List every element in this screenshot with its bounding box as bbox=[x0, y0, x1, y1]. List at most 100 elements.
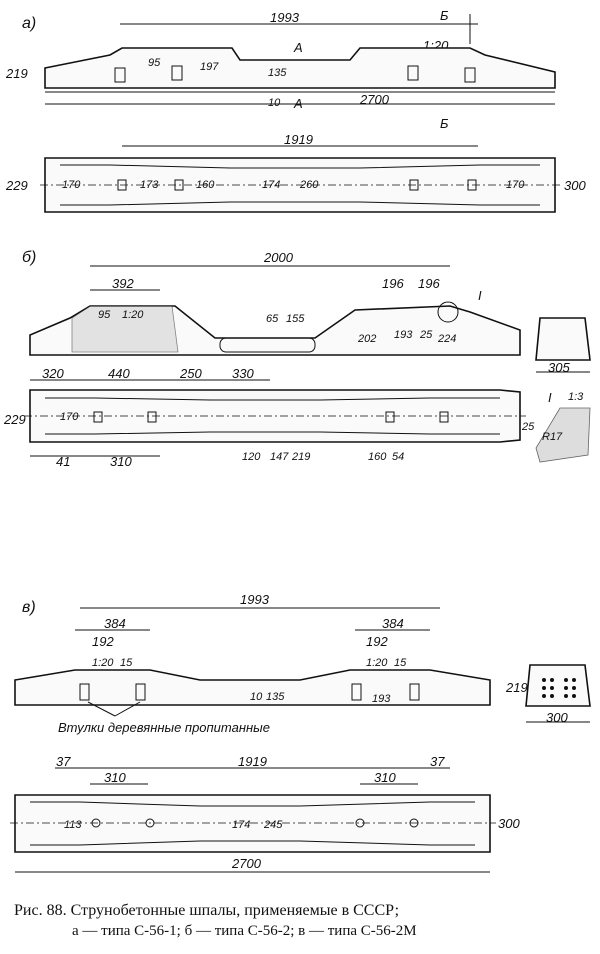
leader-bushing-1 bbox=[87, 701, 116, 717]
note-bushings: Втулки деревянные пропитанные bbox=[58, 720, 270, 735]
dim-15-c-left: 15 bbox=[120, 657, 133, 669]
sleeper-b-recess bbox=[219, 337, 316, 353]
figure-caption: Рис. 88. Струнобетонные шпалы, применяем… bbox=[14, 900, 594, 942]
dim-2000-b: 2000 bbox=[263, 250, 294, 265]
sleeper-a-plan-taper bbox=[60, 164, 540, 206]
dim-120-b: 120 bbox=[242, 451, 261, 463]
dim-300-a: 300 bbox=[564, 178, 586, 193]
dim-224-b: 224 bbox=[437, 333, 456, 345]
dim-slope-c-left: 1:20 bbox=[92, 657, 114, 669]
dim-slope-c-right: 1:20 bbox=[366, 657, 388, 669]
dim-300-c-cs: 300 bbox=[546, 710, 568, 725]
dim-330-b: 330 bbox=[232, 366, 254, 381]
dim-197-a: 197 bbox=[200, 61, 219, 73]
detail-circle-I bbox=[437, 301, 459, 323]
bolt-holes-a bbox=[117, 179, 477, 191]
caption-line-2: а — типа С-56-1; б — типа С-56-2; в — ти… bbox=[72, 923, 417, 939]
caption-line-1: Рис. 88. Струнобетонные шпалы, применяем… bbox=[14, 902, 400, 919]
dim-15-c-right: 15 bbox=[394, 657, 407, 669]
dim-10-a: 10 bbox=[268, 97, 281, 109]
dim-192-c-right: 192 bbox=[366, 634, 388, 649]
dim-170-b: 170 bbox=[60, 411, 79, 423]
dim-170-a-left: 170 bbox=[62, 179, 81, 191]
dim-310-c-right: 310 bbox=[374, 770, 396, 785]
dim-173-a: 173 bbox=[140, 179, 159, 191]
dim-250-b: 250 bbox=[179, 366, 202, 381]
dim-1919-a: 1919 bbox=[284, 132, 313, 147]
dim-b-a-top: Б bbox=[440, 8, 449, 23]
dim-229-b: 229 bbox=[3, 412, 26, 427]
section-c-label: в) bbox=[22, 599, 36, 616]
dim-260-a: 260 bbox=[299, 179, 319, 191]
dim-219-c: 219 bbox=[505, 680, 528, 695]
dim-1993-a: 1993 bbox=[270, 10, 300, 25]
dim-r17-detail: R17 bbox=[542, 431, 563, 443]
dim-192-c-left: 192 bbox=[92, 634, 114, 649]
dim-54-b: 54 bbox=[392, 451, 404, 463]
dim-A-top: А bbox=[293, 40, 303, 55]
dim-440-b: 440 bbox=[108, 366, 130, 381]
dim-135-c: 135 bbox=[266, 691, 285, 703]
dim-95-a: 95 bbox=[148, 57, 161, 69]
dim-160-b: 160 bbox=[368, 451, 387, 463]
dim-305-b: 305 bbox=[548, 360, 570, 375]
dim-2700-a: 2700 bbox=[359, 92, 390, 107]
dim-I-detail: I bbox=[548, 390, 552, 405]
dim-I-b: I bbox=[478, 288, 482, 303]
sleeper-c-plan-taper bbox=[30, 801, 475, 846]
leader-bushing-2 bbox=[114, 701, 141, 717]
dim-392-b: 392 bbox=[112, 276, 134, 291]
dim-170-a-right: 170 bbox=[506, 179, 525, 191]
dim-300-c-plan: 300 bbox=[498, 816, 520, 831]
dim-219-a: 219 bbox=[5, 66, 28, 81]
sleeper-b-plan-taper bbox=[45, 397, 500, 435]
dim-41-b: 41 bbox=[56, 454, 70, 469]
dim-95-b: 95 bbox=[98, 309, 111, 321]
strands-c bbox=[542, 678, 576, 698]
bushings-c bbox=[79, 683, 420, 701]
sleeper-b-cutaway bbox=[71, 305, 179, 353]
dim-10-c: 10 bbox=[250, 691, 263, 703]
dim-slope-detail: 1:3 bbox=[568, 391, 584, 403]
section-a-label: а) bbox=[22, 15, 36, 32]
dim-slope-b: 1:20 bbox=[122, 309, 144, 321]
dim-229-a: 229 bbox=[5, 178, 28, 193]
dim-320-b: 320 bbox=[42, 366, 64, 381]
dim-160-a: 160 bbox=[196, 179, 215, 191]
dim-384-c-right: 384 bbox=[382, 616, 404, 631]
dim-310-c-left: 310 bbox=[104, 770, 126, 785]
dim-155-b: 155 bbox=[286, 313, 305, 325]
dim-196-b-1: 196 bbox=[382, 276, 404, 291]
dim-174-c: 174 bbox=[232, 819, 250, 831]
dim-2700-c: 2700 bbox=[231, 856, 262, 871]
dim-25-b: 25 bbox=[419, 329, 433, 341]
dim-135-a: 135 bbox=[268, 67, 287, 79]
dim-1993-c: 1993 bbox=[240, 592, 270, 607]
sleeper-c-side bbox=[14, 669, 491, 706]
sleeper-c-cross-section bbox=[525, 664, 591, 707]
dim-384-c-left: 384 bbox=[104, 616, 126, 631]
sleeper-c-plan bbox=[14, 794, 491, 853]
dim-174-a: 174 bbox=[262, 179, 280, 191]
dim-202-b: 202 bbox=[357, 333, 376, 345]
dim-245-c: 245 bbox=[263, 819, 283, 831]
dim-113-c: 113 bbox=[64, 819, 82, 831]
dim-310-b: 310 bbox=[110, 454, 132, 469]
dim-1919-c: 1919 bbox=[238, 754, 267, 769]
dim-147-b: 147 bbox=[270, 451, 289, 463]
dim-219-b: 219 bbox=[291, 451, 310, 463]
dim-37-c-right: 37 bbox=[430, 754, 445, 769]
bolts-a bbox=[114, 65, 476, 83]
bolt-holes-b bbox=[93, 411, 449, 423]
dim-b-a-plan: Б bbox=[440, 116, 449, 131]
bolt-holes-c bbox=[91, 818, 419, 828]
detail-I-shape bbox=[535, 407, 591, 463]
section-b-label: б) bbox=[22, 249, 36, 266]
dim-37-c-left: 37 bbox=[56, 754, 71, 769]
sleeper-b-cross-section bbox=[535, 317, 591, 361]
dim-193-c: 193 bbox=[372, 693, 391, 705]
dim-196-b-2: 196 bbox=[418, 276, 440, 291]
dim-65-b: 65 bbox=[266, 313, 279, 325]
dim-25-detail: 25 bbox=[521, 421, 535, 433]
